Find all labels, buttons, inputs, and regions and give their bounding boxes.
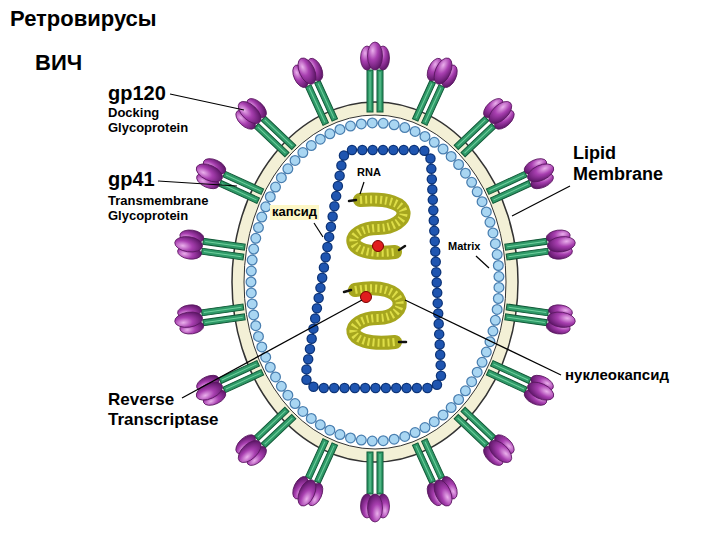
reverse-transcriptase-dot	[373, 241, 384, 252]
spike	[173, 228, 246, 266]
spike	[288, 436, 344, 512]
spike	[407, 52, 463, 128]
reverse-transcriptase-dot	[361, 292, 372, 303]
lipid-membrane	[232, 102, 518, 462]
rna-strand	[353, 288, 399, 342]
spike	[288, 52, 344, 128]
part-label: капсид	[270, 205, 319, 220]
matrix-beads	[251, 123, 499, 441]
rna-strand	[353, 199, 403, 252]
protein-name: gp41	[108, 168, 155, 191]
protein-description: Docking Glycoprotein	[108, 106, 208, 136]
leader-lines	[158, 94, 570, 398]
matrix-beads-fill	[251, 123, 499, 441]
spike	[230, 92, 301, 161]
spikes	[173, 42, 577, 522]
spike	[484, 355, 560, 411]
capsid-beads-fill	[306, 150, 441, 388]
part-label: RNA	[357, 166, 381, 179]
part-label: Matrix	[448, 240, 480, 253]
spike	[173, 298, 246, 336]
spike	[450, 402, 521, 471]
spike	[361, 42, 390, 112]
part-label: Lipid Membrane	[573, 143, 673, 184]
slide-title: Ретровирусы	[10, 6, 157, 31]
part-label: нуклеокапсид	[565, 366, 669, 383]
membrane-inner	[244, 115, 506, 449]
strand-ends	[344, 200, 406, 342]
protein-name: gp120	[108, 82, 166, 105]
spike	[504, 298, 577, 336]
spike	[504, 228, 577, 266]
rna-texture	[353, 288, 399, 342]
spike	[407, 436, 463, 512]
protein-description: Transmembrane Glycoprotein	[108, 194, 228, 224]
rna-texture	[353, 199, 403, 252]
spike	[361, 452, 390, 522]
part-label: Reverse Transcriptase	[108, 390, 258, 429]
spike	[450, 92, 521, 161]
virus-name: ВИЧ	[35, 50, 82, 75]
spike	[191, 355, 267, 411]
spike	[230, 402, 301, 471]
capsid-beads	[306, 150, 441, 388]
spike	[484, 154, 560, 210]
